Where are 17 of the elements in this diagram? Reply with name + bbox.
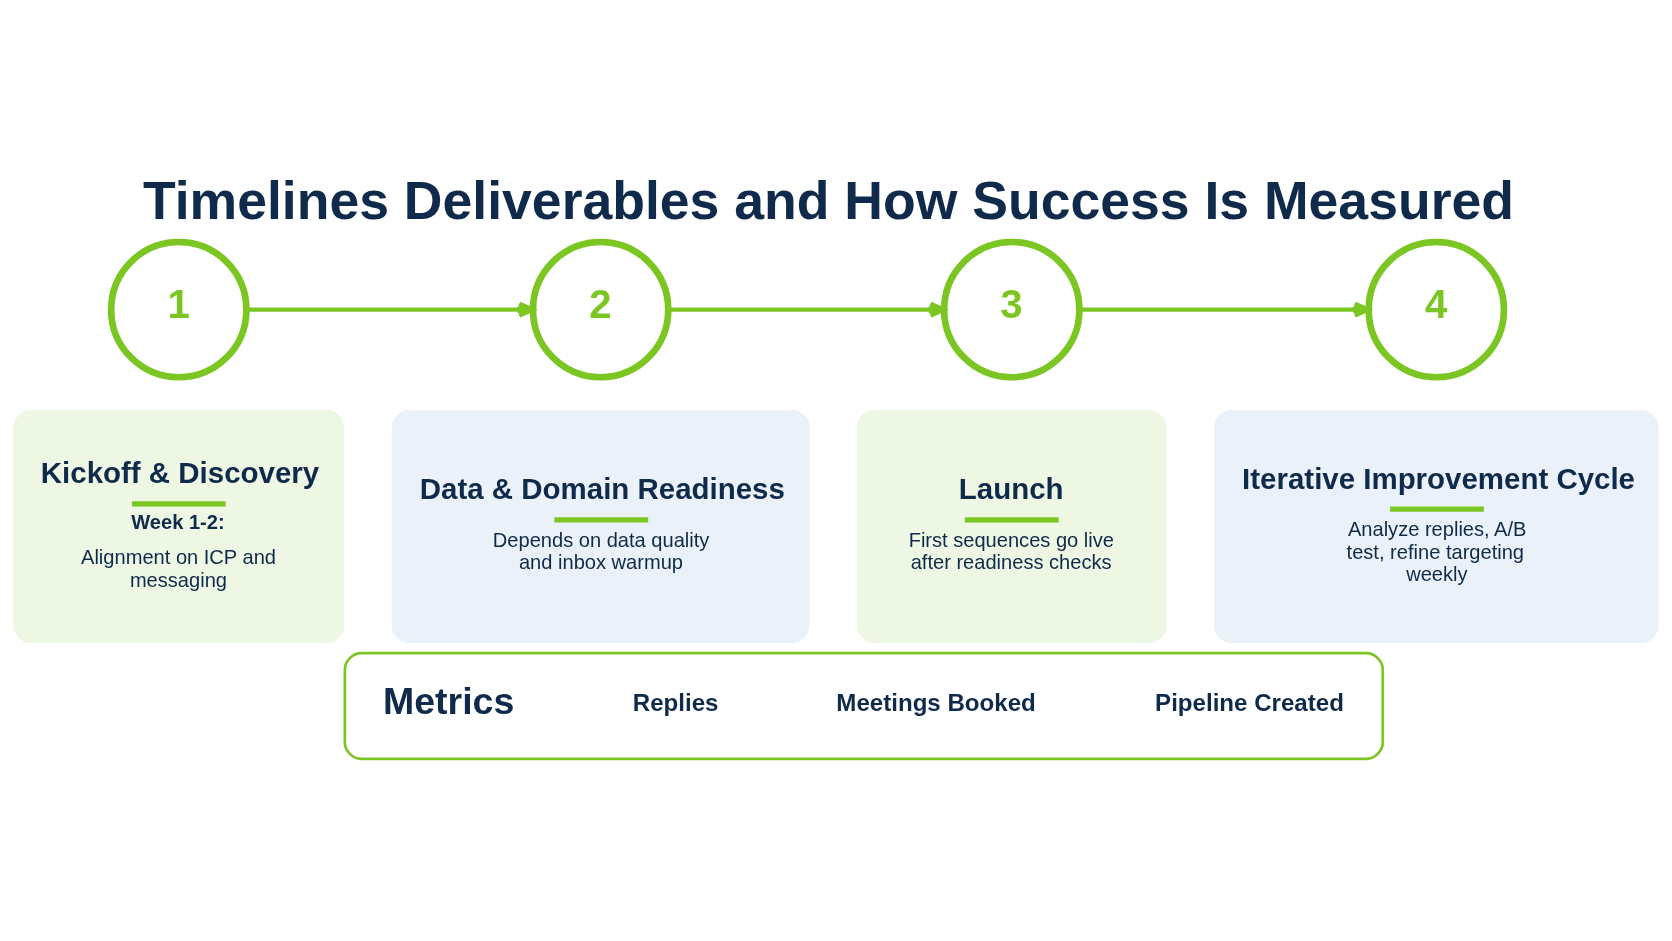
arrow	[1079, 301, 1371, 318]
node-circle: 2	[529, 238, 672, 381]
node-circle: 1	[107, 238, 250, 381]
cluster	[343, 651, 1385, 760]
node-text: Replies	[632, 688, 719, 716]
node-text: Meetings Booked	[836, 688, 1036, 716]
node-circle: 3	[940, 238, 1083, 381]
arrow	[668, 301, 947, 318]
node-text: Metrics	[383, 679, 515, 722]
arrow	[246, 301, 535, 318]
node-box: Data & Domain Readiness Depends on data quality and inbox warmup	[391, 409, 810, 643]
node-box: Kickoff & Discovery Week 1-2: Alignment on ICP and messaging	[13, 409, 345, 643]
node-box: Iterative Improvement Cycle Analyze replies, A/B test, refine targeting weekly	[1214, 409, 1659, 643]
node-text: Pipeline Created	[1155, 688, 1344, 716]
node-box: Launch First sequences go live after readiness checks	[857, 409, 1167, 643]
diagram-title: Timelines Deliverables and How Success Is Measured	[142, 170, 1514, 230]
node-circle: 4	[1365, 238, 1508, 381]
